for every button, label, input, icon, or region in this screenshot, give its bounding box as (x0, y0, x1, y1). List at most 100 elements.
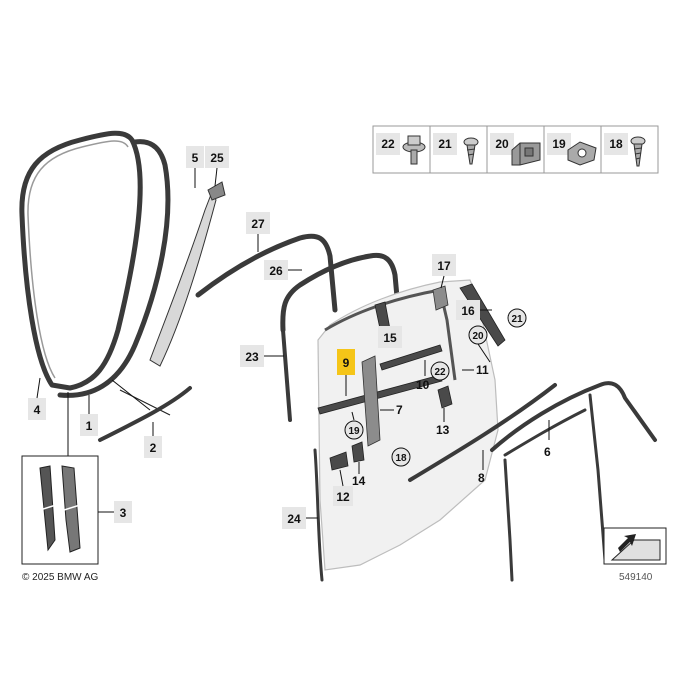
callout-8: 8 (478, 471, 485, 485)
callout-12: 12 (336, 490, 350, 504)
ref-20: 20 (472, 331, 484, 342)
callout-16-box (456, 300, 480, 320)
flange-bolt-icon (402, 135, 426, 165)
callout-24: 24 (287, 512, 301, 526)
fastener-strip: 22 21 20 19 18 (372, 125, 659, 174)
strip-label-21: 21 (438, 137, 452, 151)
strip-label-19-box (547, 133, 571, 155)
strip-label-18: 18 (609, 137, 623, 151)
callout-2: 2 (150, 441, 157, 455)
bracket-clip-icon (511, 142, 541, 166)
strip-label-22-box (376, 133, 400, 155)
callout-23-box (240, 345, 264, 367)
strip-label-19: 19 (552, 137, 566, 151)
callout-27: 27 (251, 217, 265, 231)
door-seal-group (19, 130, 226, 442)
copyright-text: © 2025 BMW AG (22, 572, 99, 583)
ref-19: 19 (348, 426, 360, 437)
screw-icon (463, 137, 479, 165)
strip-label-20: 20 (495, 137, 509, 151)
callout-15-box (378, 326, 402, 348)
detail-frame (21, 455, 99, 565)
door-edge-seal-24 (313, 448, 324, 582)
callout-2-box (144, 436, 162, 458)
trim-clip (207, 181, 226, 201)
outer-door-seal (19, 130, 143, 391)
callout-3: 3 (120, 506, 127, 520)
callout-15: 15 (383, 331, 397, 345)
rear-door-group (195, 233, 557, 582)
window-channel-seal-6 (490, 381, 657, 452)
callout-13: 13 (436, 423, 450, 437)
detail-box-3 (21, 455, 99, 565)
ref-22: 22 (434, 367, 446, 378)
callout-10: 10 (416, 378, 430, 392)
callout-17: 17 (437, 259, 451, 273)
ref-21: 21 (511, 314, 523, 325)
strip-label-22: 22 (381, 137, 395, 151)
b-pillar-trim (149, 190, 217, 367)
leader-25 (214, 167, 218, 187)
detail-part-right (61, 465, 81, 553)
clip-12 (329, 451, 349, 471)
callout-11: 11 (476, 363, 489, 377)
callout-14: 14 (352, 474, 366, 488)
clip-14 (351, 441, 365, 463)
leader-ref-20 (477, 343, 491, 363)
callout-1-box (80, 414, 98, 436)
rear-window-trim-16 (459, 283, 506, 347)
callout-9-box-highlighted (337, 349, 355, 375)
fastener-strip-frame (372, 125, 659, 174)
ref-22-circle (430, 361, 450, 381)
strip-label-18-box (604, 133, 628, 155)
ref-21-circle (507, 308, 527, 328)
callout-4: 4 (34, 403, 41, 417)
window-channel-seal-6-front (503, 458, 514, 582)
callout-23: 23 (245, 350, 259, 364)
detail-mark (39, 504, 57, 511)
window-channel-seal-6-rear (588, 393, 607, 562)
callout-4-box (28, 398, 46, 420)
callout-5-box (186, 146, 204, 168)
strip-label-20-box (490, 133, 514, 155)
ref-18-circle (391, 447, 411, 467)
outer-door-seal-inner-line (27, 140, 129, 379)
frame-seal-26-lower (281, 328, 292, 422)
leader-ref-19 (351, 411, 355, 421)
callout-12-box (333, 486, 353, 506)
leader-1-right (111, 379, 151, 411)
view-direction-icon (603, 527, 667, 565)
window-seal-group (490, 381, 657, 582)
callout-26: 26 (269, 264, 283, 278)
inner-door-seal (57, 139, 171, 398)
callout-25: 25 (210, 151, 224, 165)
belt-seal-10 (379, 344, 443, 371)
leader-12 (339, 469, 344, 487)
tapping-screw-icon (630, 136, 646, 167)
callout-1: 1 (86, 419, 93, 433)
leader-4 (36, 377, 41, 399)
detail-mark (63, 504, 81, 511)
window-channel-seal-6-top (503, 408, 587, 457)
b-pillar-cover-7 (361, 355, 381, 447)
frame-seal-26 (280, 252, 403, 333)
document-number: 549140 (619, 572, 653, 583)
bracket-13 (437, 385, 453, 409)
callout-7: 7 (396, 403, 403, 417)
door-panel (317, 279, 499, 571)
callout-27-box (246, 212, 270, 234)
callout-5: 5 (192, 151, 199, 165)
strip-label-21-box (433, 133, 457, 155)
callout-17-box (432, 254, 456, 276)
callout-9: 9 (343, 356, 350, 370)
belt-seal-strip (317, 374, 443, 415)
callout-25-box (205, 146, 229, 168)
sill-seal-strip (98, 386, 192, 442)
ref-19-circle (344, 420, 364, 440)
callout-24-box (282, 507, 306, 529)
lower-door-seal-8 (408, 383, 557, 482)
callout-3-box (114, 501, 132, 523)
leader-17 (440, 275, 445, 289)
clip-nut-icon (567, 141, 597, 166)
